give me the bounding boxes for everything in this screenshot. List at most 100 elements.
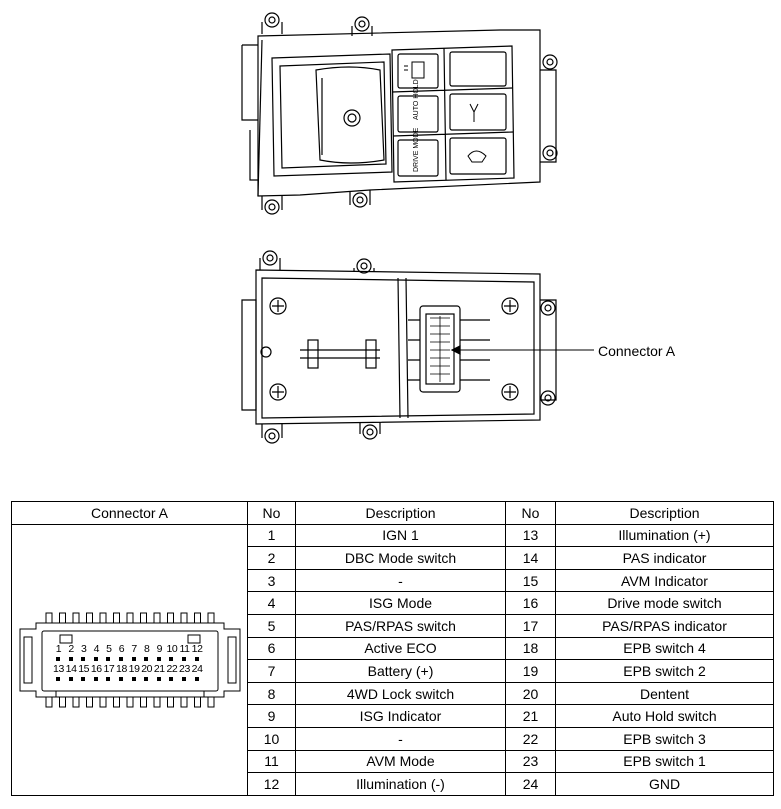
pin-description: Illumination (-) [295,772,506,796]
pin-label-bottom: 13 [53,662,64,675]
pin-number: 8 [247,681,296,706]
pin-description: ISG Indicator [295,704,506,728]
switch-front-view: AUTO HOLD DRIVE MODE [241,12,558,215]
pin-number: 3 [247,568,296,593]
pin-terminal [194,656,199,661]
pin-terminal [182,676,186,681]
pin-description: Battery (+) [295,659,506,683]
header-no: No [247,501,296,525]
pin-label-bottom: 22 [166,662,178,675]
pin-number: 19 [505,659,556,683]
pin-terminal [56,656,60,661]
pin-terminal [144,656,149,661]
pin-label-top: 8 [143,642,150,655]
pin-description: IGN 1 [295,523,506,548]
pin-description: Auto Hold switch [555,704,774,728]
switch-rear-view [241,250,594,444]
pin-number: 21 [505,704,556,728]
pin-number: 15 [505,568,556,593]
pin-number: 13 [505,523,556,548]
pin-description: PAS indicator [555,546,774,570]
pin-number: 14 [505,546,556,570]
pin-terminal [81,656,86,661]
pin-description: AVM Mode [295,749,506,774]
pin-label-top: 10 [166,642,178,655]
pin-number: 20 [505,681,556,706]
header-description: Description [555,501,774,525]
connector-pin-table: Connector A No Description No Descriptio… [11,501,774,796]
pin-number: 1 [247,523,296,548]
pin-label-top: 2 [68,642,74,655]
pin-description: Drive mode switch [555,591,774,615]
pin-terminal [131,656,136,661]
pin-terminal [182,656,186,661]
pin-terminal [194,676,199,681]
pin-number: 12 [247,772,296,796]
pin-description: EPB switch 2 [555,659,774,683]
pin-number: 23 [505,749,556,774]
pin-description: EPB switch 3 [555,726,774,751]
pin-description: 4WD Lock switch [295,681,506,706]
pin-number: 7 [247,659,296,683]
pin-terminal [119,676,123,681]
pin-label-bottom: 24 [191,662,203,675]
pin-description: AVM Indicator [555,568,774,593]
pin-number: 22 [505,726,556,751]
pin-description: GND [555,772,774,796]
pin-label-top: 6 [118,642,125,655]
pin-terminal [119,656,123,661]
switch-assembly-drawing: AUTO HOLD DRIVE MODE [241,12,594,444]
pin-terminal [56,676,60,681]
pin-number: 17 [505,613,556,638]
pin-number: 11 [247,749,296,774]
pin-number: 18 [505,636,556,661]
pin-terminal [169,656,174,661]
pin-number: 4 [247,591,296,615]
pin-description: Dentent [555,681,774,706]
pin-description: - [295,726,506,751]
pin-description: EPB switch 4 [555,636,774,661]
pin-description: EPB switch 1 [555,749,774,774]
pin-label-bottom: 20 [141,662,153,675]
pin-label-bottom: 18 [116,662,127,675]
pin-label-bottom: 17 [103,662,115,675]
pin-label-top: 5 [106,642,112,655]
pin-label-top: 1 [55,642,62,655]
pin-description: Illumination (+) [555,523,774,548]
pin-label-top: 4 [93,642,100,655]
pin-terminal [156,656,161,661]
pin-description: Active ECO [295,636,506,661]
header-no: No [505,501,556,525]
pin-terminal [156,676,161,681]
connector-a-diagram [19,612,240,708]
pin-label-bottom: 19 [128,662,140,675]
pin-label-bottom: 14 [65,662,77,675]
table-header-row: Connector A No Description No Descriptio… [11,501,774,525]
pin-label-top: 3 [80,642,87,655]
drive-mode-label: DRIVE MODE [413,127,420,172]
pin-terminal [106,676,111,681]
pin-label-bottom: 21 [153,662,165,675]
pin-terminal [169,676,174,681]
pin-label-top: 7 [131,642,137,655]
pin-label-bottom: 16 [90,662,102,675]
pin-terminal [93,656,98,661]
pin-number: 2 [247,546,296,570]
pin-terminal [81,676,86,681]
pin-terminal [93,676,98,681]
pin-terminal [68,656,73,661]
pin-label-top: 11 [179,642,190,655]
auto-hold-label: AUTO HOLD [413,79,420,120]
pin-terminal [68,676,73,681]
pin-number: 24 [505,772,556,796]
pin-number: 6 [247,636,296,661]
